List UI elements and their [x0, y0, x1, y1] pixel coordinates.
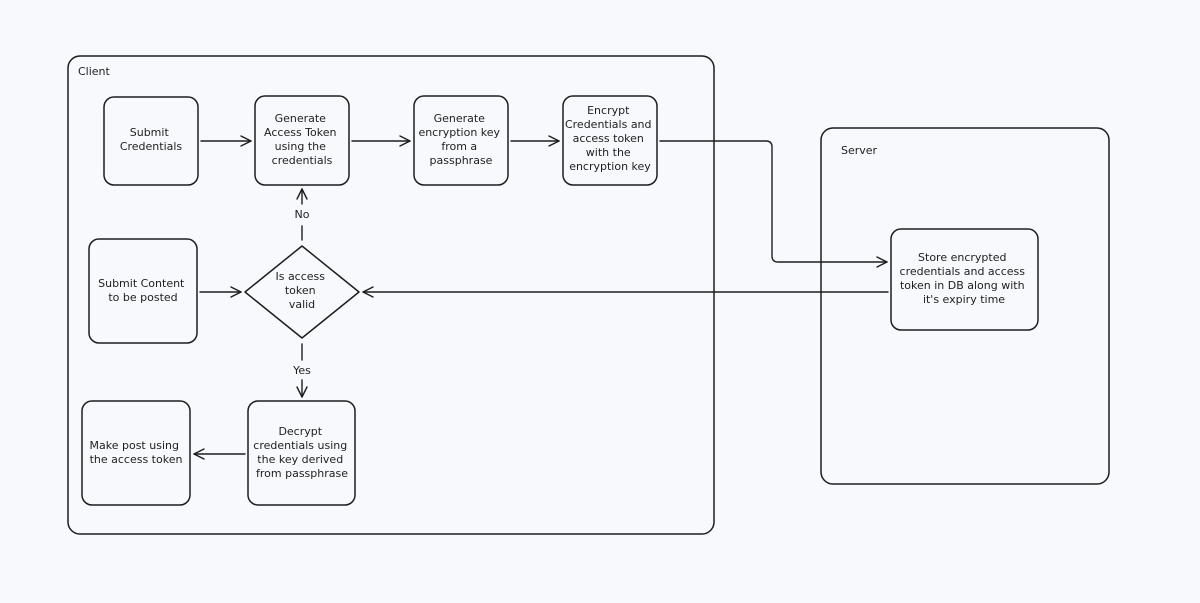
svg-text:Generate encryption key: Generate encryption key from a passphras…: [418, 112, 503, 167]
edge-label-yes: Yes: [292, 364, 311, 377]
client-label: Client: [78, 65, 111, 78]
decrypt-credentials-node: Decrypt credentials using the key derive…: [247, 400, 356, 506]
token-valid-decision: Is access token valid: [244, 245, 360, 339]
encrypt-credentials-node: Encrypt Credentials and access token wit…: [562, 95, 658, 186]
store-encrypted-node: Store encrypted credentials and access t…: [890, 228, 1039, 331]
client-container: Client: [67, 55, 715, 535]
server-label: Server: [841, 144, 878, 157]
svg-text:Store encrypted credenti: Store encrypted credentials and access t…: [900, 251, 1029, 306]
svg-text:Submit Credentials: Submit Credentials: [120, 126, 183, 153]
make-post-node: Make post using the access token: [81, 400, 191, 506]
submit-credentials-node: Submit Credentials: [103, 96, 199, 186]
edge-label-no: No: [295, 208, 310, 221]
arrow-encrypt-to-store: [659, 140, 888, 268]
svg-text:Decrypt credentials usin: Decrypt credentials using the key derive…: [253, 425, 350, 480]
svg-text:Generate Access Token: Generate Access Token using the credenti…: [264, 112, 340, 167]
generate-access-token-node: Generate Access Token using the credenti…: [254, 95, 350, 186]
server-container: Server: [820, 127, 1110, 485]
generate-encryption-key-node: Generate encryption key from a passphras…: [413, 95, 509, 186]
svg-text:Encrypt Credentials and: Encrypt Credentials and access token wit…: [565, 104, 655, 173]
svg-text:Is access token va: Is access token valid: [275, 270, 328, 311]
submit-content-node: Submit Content to be posted: [88, 238, 198, 344]
svg-text:Make post using the acce: Make post using the access token: [90, 439, 183, 466]
svg-text:Submit Content to be pos: Submit Content to be posted: [98, 277, 188, 304]
